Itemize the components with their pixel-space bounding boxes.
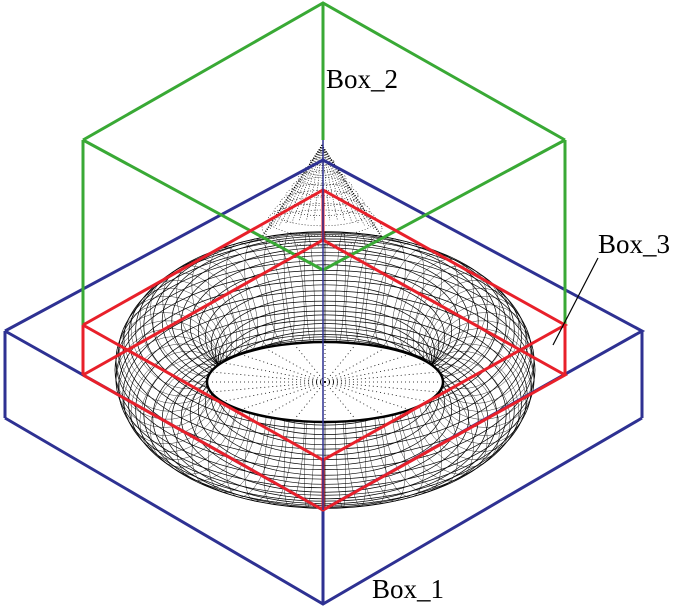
hole-dot-line — [212, 371, 326, 383]
cone-ruling — [298, 144, 323, 222]
torus-meridian — [412, 272, 500, 377]
cone-ring — [297, 170, 347, 186]
box-3-label: Box_3 — [598, 229, 670, 259]
box-2-top-back-right — [322, 138, 566, 272]
cone-ruling — [279, 144, 323, 226]
torus-meridian — [130, 288, 228, 390]
torus-meridian — [176, 258, 251, 366]
cone-ring — [309, 157, 335, 166]
torus-meridian — [123, 295, 224, 397]
torus-meridian — [428, 304, 532, 404]
torus-meridian — [304, 231, 315, 345]
box-2-top-back-left — [82, 138, 324, 272]
hole-dot-line — [212, 381, 326, 393]
cone-ruling — [285, 144, 323, 224]
torus-meridian — [355, 235, 387, 348]
cone-ruling — [321, 144, 338, 221]
cone-ruling — [321, 144, 346, 222]
torus-meridian — [345, 233, 367, 346]
torus-meridian — [426, 295, 527, 397]
torus-meridian — [263, 235, 295, 348]
torus-meridian — [335, 231, 346, 345]
torus-meridian — [162, 265, 244, 371]
torus-meridian — [118, 304, 222, 404]
cone-ruling — [274, 144, 323, 228]
torus-meridian — [365, 238, 406, 350]
cone-ring — [273, 196, 371, 227]
box-1-label: Box_1 — [372, 574, 444, 604]
cone-ruling — [321, 144, 353, 223]
cone-ruling — [313, 144, 323, 221]
cone-ruling — [321, 144, 370, 228]
torus-meridian — [225, 242, 276, 353]
box-2-label: Box_2 — [326, 64, 398, 94]
cone-ring — [261, 209, 383, 247]
box-1-bottom-front — [4, 416, 643, 606]
torus-meridian — [406, 265, 488, 371]
torus-meridian — [391, 252, 459, 361]
torus-meridian — [244, 238, 285, 350]
torus-meridian — [114, 320, 220, 420]
torus-meridian — [374, 242, 425, 353]
torus-wireframe — [114, 231, 536, 509]
cone-ring — [315, 151, 329, 156]
box-3-leader-line — [552, 257, 599, 346]
torus-meridian — [283, 233, 305, 346]
cone-ruling — [321, 144, 375, 230]
cone-ruling — [321, 144, 359, 224]
cone-ruling — [321, 144, 383, 239]
hole-dot-line — [324, 381, 438, 393]
cone-ruling — [321, 144, 365, 226]
hole-dot-line — [324, 371, 438, 383]
torus-meridian — [139, 280, 232, 383]
cone-ruling — [306, 144, 323, 221]
cone-ruling — [291, 144, 323, 223]
torus-meridian — [422, 288, 520, 390]
cone-ring — [291, 177, 353, 196]
torus-meridian — [399, 258, 474, 366]
